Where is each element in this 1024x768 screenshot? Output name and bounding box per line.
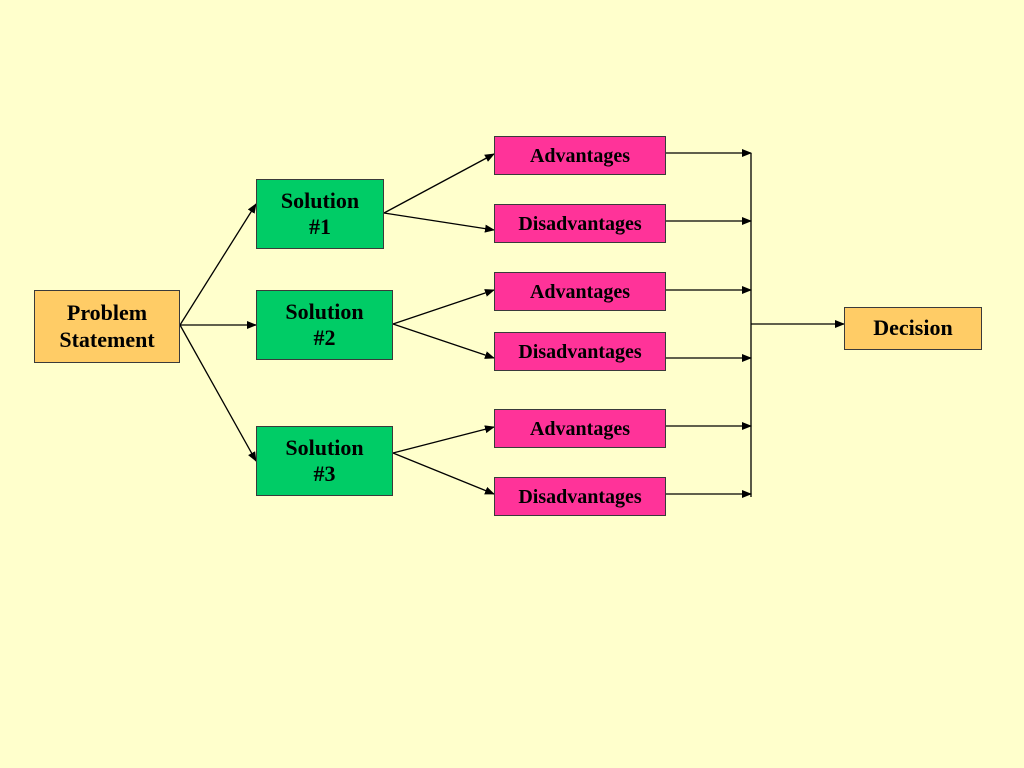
problem-statement-line-2: Statement bbox=[59, 326, 155, 352]
arrow-problem-to-solution-3 bbox=[179, 324, 257, 462]
solution-2-number: #2 bbox=[313, 325, 336, 350]
solution-2-advantages-box: Advantages bbox=[494, 272, 666, 311]
arrow-solution-1-to-advantages bbox=[383, 153, 495, 214]
solution-1-box: Solution #1 bbox=[256, 179, 384, 249]
solution-1-label: Solution bbox=[280, 187, 360, 213]
solution-3-advantages-box: Advantages bbox=[494, 409, 666, 448]
arrow-solution-3-to-advantages bbox=[392, 425, 495, 454]
decision-box: Decision bbox=[844, 307, 982, 350]
solution-1-number: #1 bbox=[309, 214, 331, 239]
problem-statement-line-1: Problem bbox=[66, 300, 148, 326]
solution-3-label: Solution bbox=[285, 434, 364, 460]
solution-2-box: Solution #2 bbox=[256, 290, 393, 360]
arrow-solution-3-to-disadvantages bbox=[392, 452, 495, 495]
solution-2-label: Solution bbox=[285, 298, 364, 324]
solution-2-disadvantages-box: Disadvantages bbox=[494, 332, 666, 371]
arrow-solution-2-to-disadvantages bbox=[392, 323, 495, 359]
arrow-solution-2-to-advantages bbox=[392, 289, 495, 325]
arrow-solution-1-to-disadvantages bbox=[383, 212, 495, 233]
problem-statement-box: Problem Statement bbox=[34, 290, 180, 363]
arrow-problem-to-solution-1 bbox=[179, 203, 257, 326]
solution-3-box: Solution #3 bbox=[256, 426, 393, 496]
solution-1-disadvantages-box: Disadvantages bbox=[494, 204, 666, 243]
solution-1-advantages-box: Advantages bbox=[494, 136, 666, 175]
solution-3-number: #3 bbox=[313, 461, 336, 486]
solution-3-disadvantages-box: Disadvantages bbox=[494, 477, 666, 516]
